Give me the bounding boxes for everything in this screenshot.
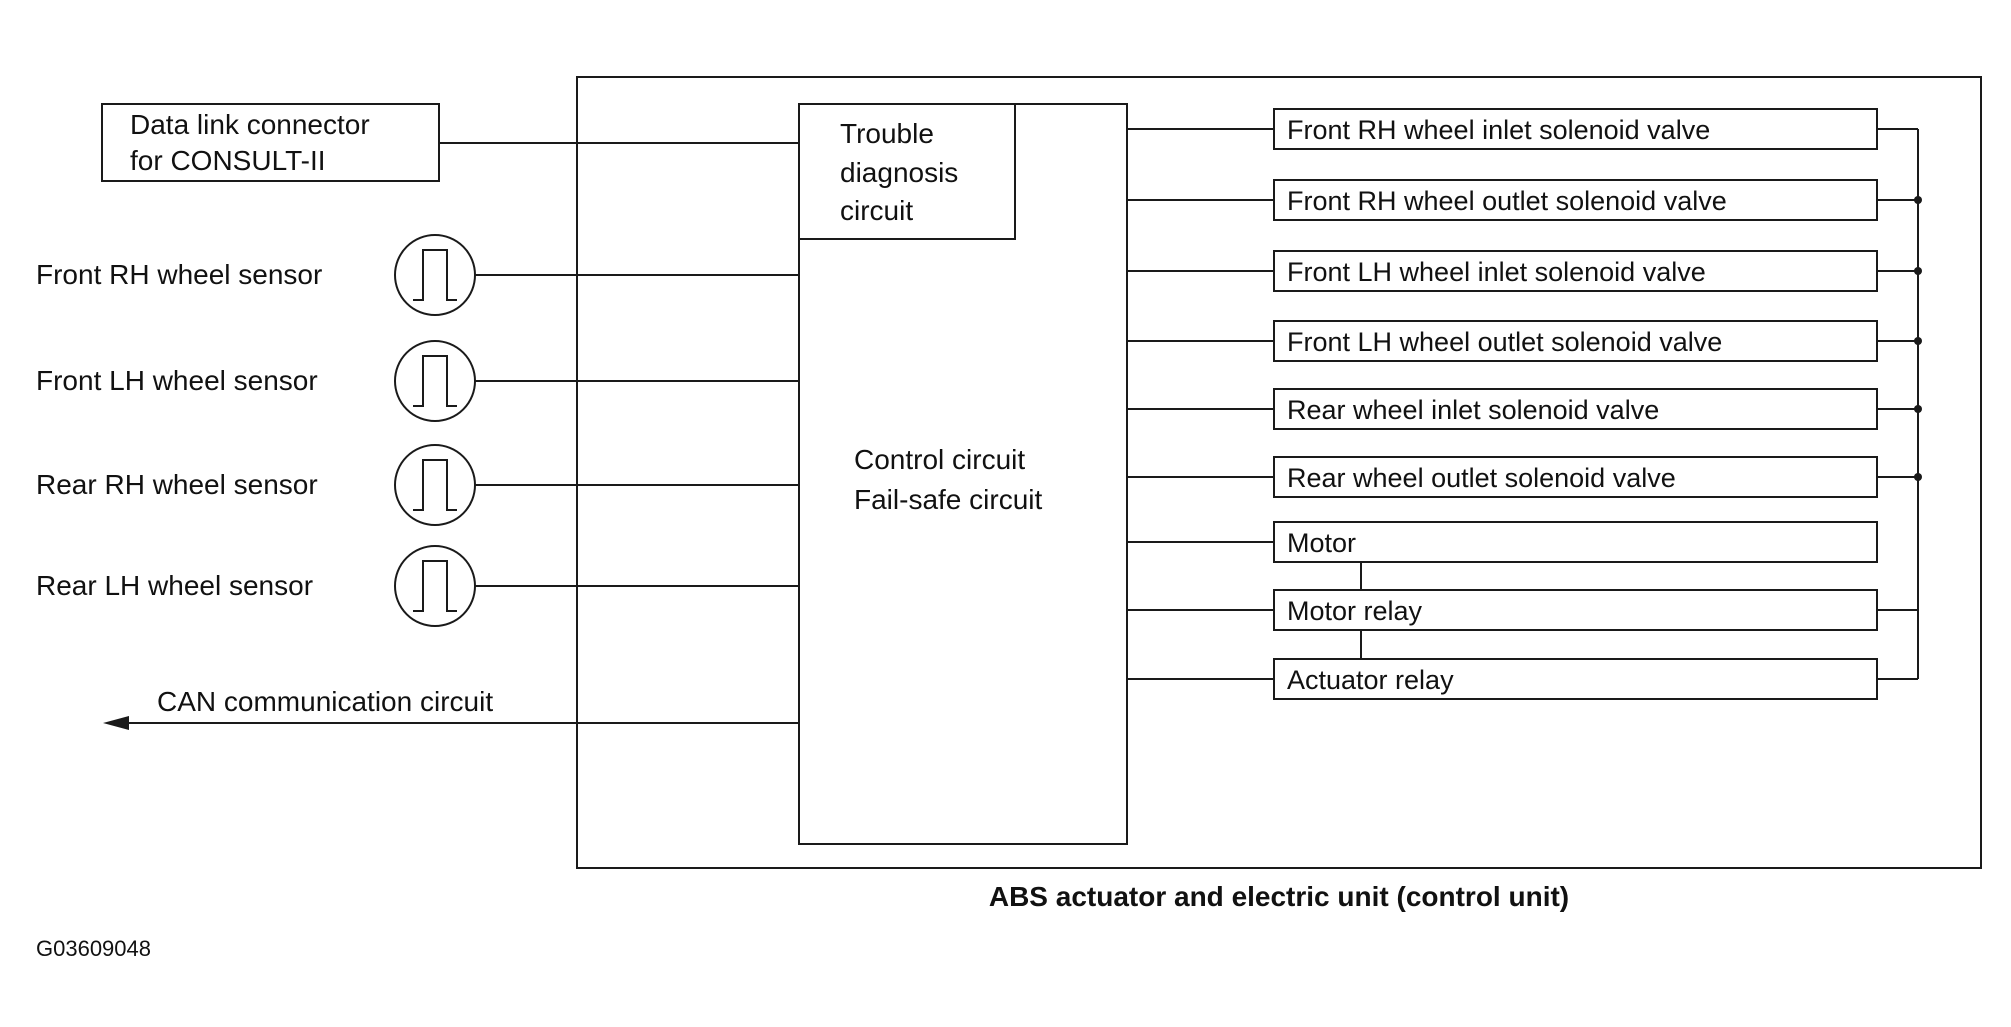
- output-label: Front LH wheel inlet solenoid valve: [1287, 257, 1706, 287]
- sensor-icon: [394, 340, 476, 422]
- sensor-icon: [394, 545, 476, 627]
- sensor-icon: [394, 444, 476, 526]
- sensor-icon: [394, 234, 476, 316]
- output-label: Front LH wheel outlet solenoid valve: [1287, 327, 1722, 357]
- sensor-label: Rear LH wheel sensor: [36, 570, 313, 601]
- trouble-label-line3: circuit: [840, 195, 913, 226]
- output-label: Front RH wheel outlet solenoid valve: [1287, 186, 1727, 216]
- output-motor-relay: Motor relay: [1127, 589, 1878, 631]
- output-label: Front RH wheel inlet solenoid valve: [1287, 115, 1710, 145]
- can-label: CAN communication circuit: [157, 686, 493, 717]
- output-rear-inlet: Rear wheel inlet solenoid valve: [1127, 388, 1878, 430]
- output-actuator-relay: Actuator relay: [1127, 658, 1878, 700]
- output-box: [1273, 521, 1878, 563]
- pulse-icon: [413, 459, 457, 511]
- output-box: [1273, 456, 1878, 498]
- sensor-rear-lh: Rear LH wheel sensor: [36, 545, 799, 627]
- sensor-front-rh: Front RH wheel sensor: [36, 234, 799, 316]
- trouble-label-line2: diagnosis: [840, 157, 958, 188]
- output-box: [1273, 589, 1878, 631]
- sensor-label: Front LH wheel sensor: [36, 365, 318, 396]
- data-link-label-line1: Data link connector: [130, 109, 370, 140]
- pulse-icon: [413, 249, 457, 301]
- control-label-line2: Fail-safe circuit: [854, 484, 1042, 515]
- output-front-rh-outlet: Front RH wheel outlet solenoid valve: [1127, 179, 1878, 221]
- power-bus: [1877, 128, 1922, 680]
- figure-code: G03609048: [36, 936, 151, 961]
- pulse-icon: [413, 355, 457, 407]
- trouble-diagnosis-box: [798, 103, 1016, 240]
- data-link-connector-box: [101, 103, 440, 182]
- pulse-icon: [413, 560, 457, 612]
- output-box: [1273, 658, 1878, 700]
- trouble-label-line1: Trouble: [840, 118, 934, 149]
- unit-caption: ABS actuator and electric unit (control …: [989, 881, 1569, 912]
- abs-unit-box: [576, 76, 1982, 869]
- output-label: Rear wheel inlet solenoid valve: [1287, 395, 1659, 425]
- output-rear-outlet: Rear wheel outlet solenoid valve: [1127, 456, 1878, 498]
- can-arrow-icon: [103, 716, 129, 730]
- output-label: Motor: [1287, 528, 1356, 558]
- output-box: [1273, 179, 1878, 221]
- output-label: Rear wheel outlet solenoid valve: [1287, 463, 1676, 493]
- control-label-line1: Control circuit: [854, 444, 1025, 475]
- output-box: [1273, 250, 1878, 292]
- sensor-label: Front RH wheel sensor: [36, 259, 322, 290]
- sensor-label: Rear RH wheel sensor: [36, 469, 318, 500]
- output-label: Actuator relay: [1287, 665, 1454, 695]
- output-box: [1273, 320, 1878, 362]
- sensor-front-lh: Front LH wheel sensor: [36, 340, 799, 422]
- output-box: [1273, 388, 1878, 430]
- output-front-lh-inlet: Front LH wheel inlet solenoid valve: [1127, 250, 1878, 292]
- output-box: [1273, 108, 1878, 150]
- output-front-lh-outlet: Front LH wheel outlet solenoid valve: [1127, 320, 1878, 362]
- sensor-rear-rh: Rear RH wheel sensor: [36, 444, 799, 526]
- output-motor: Motor: [1127, 521, 1878, 563]
- output-label: Motor relay: [1287, 596, 1423, 626]
- data-link-label-line2: for CONSULT-II: [130, 145, 326, 176]
- output-front-rh-inlet: Front RH wheel inlet solenoid valve: [1127, 108, 1878, 150]
